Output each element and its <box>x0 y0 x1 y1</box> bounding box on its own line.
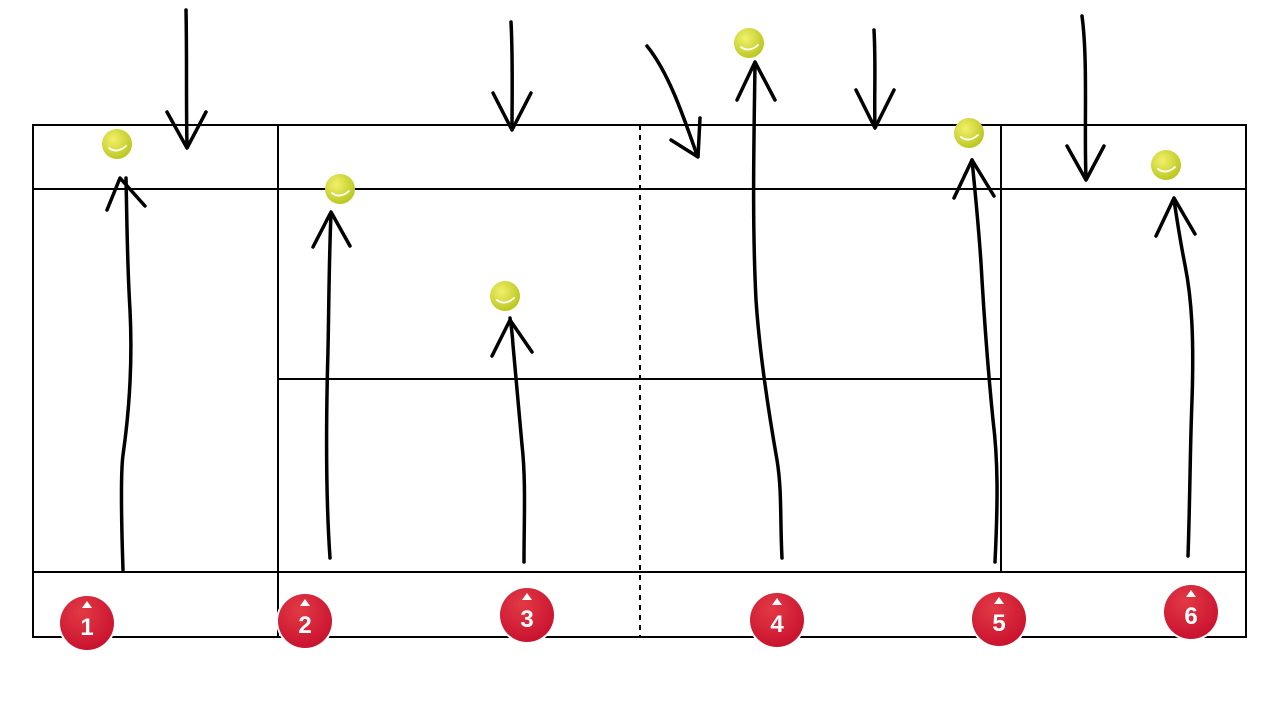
player-arrow-6 <box>1154 196 1197 558</box>
player-marker-icon <box>972 592 1026 646</box>
player-marker-6: 6 <box>1162 583 1220 641</box>
player-number-label: 3 <box>520 606 533 633</box>
tennis-ball-icon <box>490 281 520 311</box>
player-arrow-5 <box>952 158 999 564</box>
player-arrows <box>105 60 1197 572</box>
player-marker-3: 3 <box>498 586 556 644</box>
incoming-arrow-4 <box>854 28 896 130</box>
incoming-arrow-3 <box>645 44 702 159</box>
tennis-ball-icon <box>102 129 132 159</box>
player-marker-5: 5 <box>970 590 1028 648</box>
player-number-label: 5 <box>992 610 1005 637</box>
incoming-arrow-5 <box>1065 14 1106 182</box>
player-marker-icon <box>278 594 332 648</box>
player-marker-1: 1 <box>58 594 116 652</box>
player-arrow-4 <box>735 60 784 560</box>
player-marker-icon <box>750 593 804 647</box>
direction-arrow-icon <box>994 597 1004 604</box>
incoming-arrow-1 <box>165 8 208 150</box>
incoming-arrow-2 <box>491 20 533 132</box>
player-number-label: 4 <box>770 611 784 638</box>
court-outline <box>32 124 1247 638</box>
player-marker-icon <box>500 588 554 642</box>
court-lines <box>32 124 1247 638</box>
player-marker-icon <box>1164 585 1218 639</box>
tennis-ball-icon <box>325 174 355 204</box>
player-arrow-3 <box>490 316 534 564</box>
player-arrow-1 <box>105 176 147 572</box>
player-number-label: 2 <box>298 612 311 639</box>
player-marker-icon <box>60 596 114 650</box>
tennis-ball-icon <box>1151 150 1181 180</box>
player-marker-4: 4 <box>748 591 806 649</box>
player-number-label: 1 <box>80 614 93 641</box>
direction-arrow-icon <box>772 598 782 605</box>
direction-arrow-icon <box>1186 590 1196 597</box>
player-number-label: 6 <box>1184 603 1197 630</box>
incoming-arrows <box>165 8 1106 182</box>
direction-arrow-icon <box>300 599 310 606</box>
tennis-ball-icon <box>734 28 764 58</box>
tennis-balls <box>102 28 1181 311</box>
player-arrow-2 <box>311 210 352 560</box>
direction-arrow-icon <box>82 601 92 608</box>
direction-arrow-icon <box>522 593 532 600</box>
player-markers: 1 2 3 4 5 6 <box>58 583 1220 652</box>
player-marker-2: 2 <box>276 592 334 650</box>
tennis-ball-icon <box>954 118 984 148</box>
